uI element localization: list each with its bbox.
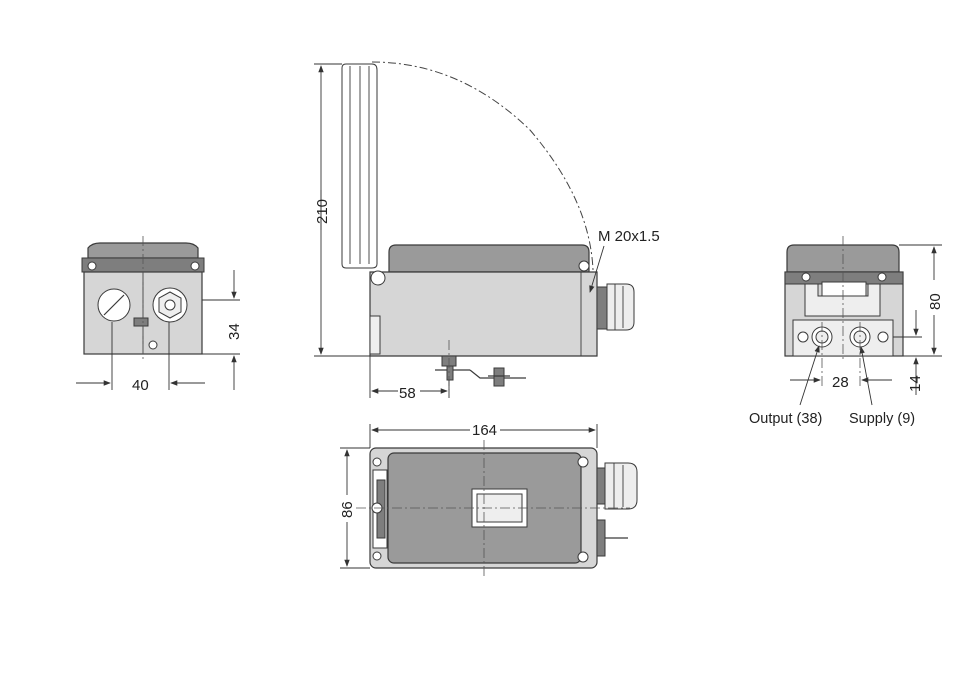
dim-length-top: 164 — [472, 422, 497, 439]
dim-height-open: 210 — [314, 199, 331, 224]
thread-label: M 20x1.5 — [598, 228, 660, 245]
port-output-label: Output (38) — [749, 411, 822, 427]
dim-port-height: 14 — [907, 375, 924, 392]
dim-offset-bottom: 58 — [399, 385, 416, 402]
port-supply-label: Supply (9) — [849, 411, 915, 427]
right-side-view: 80 14 28 Output (38) Supply (9) — [749, 236, 944, 427]
dim-width-left: 40 — [132, 377, 149, 394]
dim-port-spacing: 28 — [832, 374, 849, 391]
left-side-view: 34 40 — [76, 236, 243, 394]
dim-depth-top: 86 — [339, 501, 356, 518]
top-view: 164 86 — [339, 422, 638, 576]
dim-height-left: 34 — [226, 323, 243, 340]
front-view: 210 M 20x1.5 58 — [314, 61, 660, 402]
dim-height-right: 80 — [927, 293, 944, 310]
